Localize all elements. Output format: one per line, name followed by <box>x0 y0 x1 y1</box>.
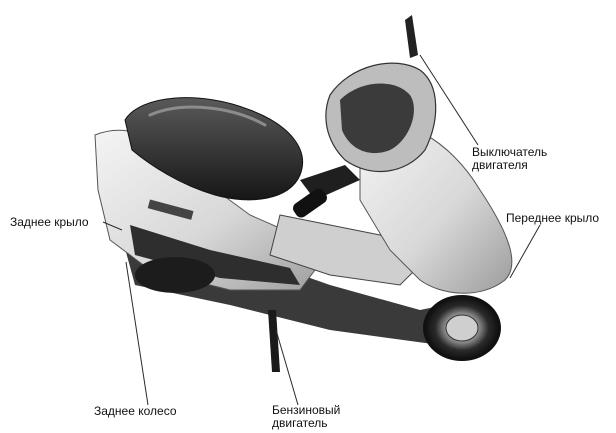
kickstand <box>268 310 280 372</box>
label-rear-wheel: Заднее колесо <box>94 405 177 418</box>
rear-wheel <box>135 257 215 293</box>
label-rear-fender: Заднее крыло <box>10 216 89 229</box>
label-gas-engine-line-2: двигатель <box>272 417 340 430</box>
front-wheel <box>424 296 500 360</box>
label-gas-engine: Бензиновый двигатель <box>272 404 340 430</box>
label-front-fender: Переднее крыло <box>506 212 599 225</box>
scooter-illustration <box>95 15 512 372</box>
label-kill-switch: Выключатель двигателя <box>472 146 547 172</box>
leader-front-fender <box>510 225 540 278</box>
mirror-stalk <box>405 15 418 58</box>
label-kill-switch-line-2: двигателя <box>472 159 547 172</box>
